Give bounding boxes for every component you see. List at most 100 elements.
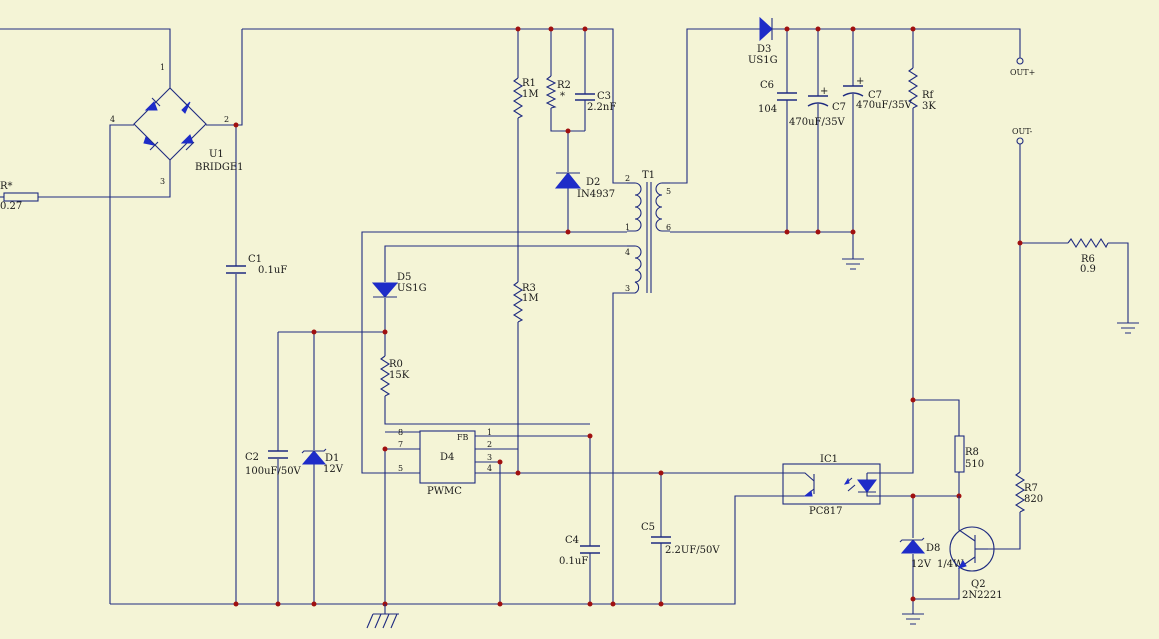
label-components-d3-value: US1G bbox=[748, 55, 778, 66]
ground-symbol-secondary bbox=[842, 258, 864, 270]
label-components-rstar-value: 0.27 bbox=[0, 201, 22, 212]
label-components-d4-ref: D4 bbox=[440, 452, 454, 463]
resistor-r3: R3 1M bbox=[512, 281, 539, 323]
label-components-d5-ref: D5 bbox=[397, 272, 411, 283]
label-components-r2-ref: R2 bbox=[557, 80, 571, 91]
label-components-d1-ref: D1 bbox=[325, 453, 339, 464]
ground-symbol-primary bbox=[366, 604, 399, 629]
wires bbox=[0, 28, 1129, 614]
transistor-q2: Q2 2N2221 bbox=[949, 496, 1003, 601]
label-symbol: + bbox=[820, 86, 828, 97]
label-components-d4-pins-6: 4 bbox=[487, 464, 492, 473]
label-components-c6-ref: C6 bbox=[760, 80, 774, 91]
ground-symbol-d8 bbox=[902, 613, 924, 625]
label-components-u1-pins-3: 4 bbox=[110, 115, 115, 124]
label-components-c2-value: 100uF/50V bbox=[245, 466, 302, 477]
diode-d5: D5 US1G bbox=[371, 272, 427, 298]
label-components-r0-value: 15K bbox=[389, 370, 410, 381]
label-components-d4-pins-2: 5 bbox=[398, 464, 403, 473]
junction-dots bbox=[233, 26, 1023, 607]
label-components-c7a-value: 470uF/35V bbox=[789, 117, 846, 128]
label-components-t1-pins-4: 5 bbox=[666, 187, 671, 196]
label-components-rf-value: 3K bbox=[922, 101, 936, 112]
label-components-r3-ref: R3 bbox=[522, 283, 536, 294]
label-components-c2-ref: C2 bbox=[245, 452, 259, 463]
zener-diode-d1: D1 12V bbox=[301, 448, 344, 475]
capacitor-c1: C1 0.1uF bbox=[226, 254, 287, 276]
label-components-t1-ref: T1 bbox=[642, 170, 655, 181]
label-components-rstar-ref: R* bbox=[0, 181, 13, 192]
port-out-minus: OUT- bbox=[1012, 127, 1033, 145]
label-components-u1-pins-2: 3 bbox=[160, 177, 165, 186]
label-components-t1-pins-3: 3 bbox=[625, 284, 630, 293]
label-components-c5-ref: C5 bbox=[641, 522, 655, 533]
label-components-c7b-value: 470uF/35V bbox=[856, 100, 913, 111]
label-ports-out-minus: OUT- bbox=[1012, 127, 1033, 136]
label-components-t1-pins-0: 2 bbox=[625, 174, 630, 183]
label-ports-out-plus: OUT+ bbox=[1010, 68, 1035, 77]
resistor-r2: R2 * bbox=[545, 75, 571, 109]
label-components-d3-ref: D3 bbox=[757, 44, 771, 55]
label-components-q2-ref: Q2 bbox=[971, 579, 986, 590]
label-components-c4-ref: C4 bbox=[565, 535, 579, 546]
label-components-r1-ref: R1 bbox=[522, 78, 536, 89]
label-components-r1-value: 1M bbox=[522, 89, 539, 100]
transformer-t1: T1 2 1 4 3 5 6 bbox=[625, 170, 671, 294]
resistor-rstar: R* 0.27 bbox=[0, 181, 64, 212]
ground-symbol-r6 bbox=[1117, 322, 1139, 334]
label-components-d1-value: 12V bbox=[323, 464, 344, 475]
resistor-r8: R8 510 bbox=[954, 435, 984, 473]
label-components-rf-ref: Rf bbox=[922, 90, 935, 101]
label-components-r6-value: 0.9 bbox=[1080, 264, 1096, 275]
capacitor-c2: C2 100uF/50V bbox=[245, 450, 302, 477]
label-components-c1-ref: C1 bbox=[248, 254, 262, 265]
label-components-d5-value: US1G bbox=[397, 283, 427, 294]
label-components-d4-pins-4: 2 bbox=[487, 440, 492, 449]
bridge-rectifier-u1: 1 2 3 4 U1 BRIDGE1 bbox=[110, 63, 244, 186]
label-components-d4-pins-1: 7 bbox=[398, 440, 403, 449]
label-components-d8-value: 12V bbox=[911, 559, 932, 570]
label-components-c3-ref: C3 bbox=[597, 91, 611, 102]
zener-diode-d8: D8 12V 1/4W bbox=[899, 537, 964, 570]
label-components-u1-ref: U1 bbox=[209, 149, 224, 160]
capacitor-c5: C5 2.2UF/50V bbox=[641, 522, 720, 556]
label-components-d4-pins-5: 3 bbox=[487, 453, 492, 462]
label-components-d2-ref: D2 bbox=[586, 177, 600, 188]
port-out-plus: OUT+ bbox=[1010, 57, 1035, 77]
label-components-r8-ref: R8 bbox=[965, 447, 979, 458]
label-components-d4-pins-0: 8 bbox=[398, 428, 403, 437]
label-components-c6-value: 104 bbox=[758, 104, 777, 115]
label-components-d2-value: IN4937 bbox=[577, 189, 615, 200]
label-components-u1-pins-0: 1 bbox=[160, 63, 165, 72]
capacitor-c7b: + C7 470uF/35V bbox=[842, 76, 913, 111]
label-components-r6-ref: R6 bbox=[1081, 254, 1095, 265]
resistor-rf: Rf 3K bbox=[907, 67, 936, 112]
label-components-ic1-ref: IC1 bbox=[820, 454, 838, 465]
label-components-r7-value: 820 bbox=[1024, 494, 1043, 505]
label-components-d4-value: PWMC bbox=[427, 486, 462, 497]
label-components-t1-pins-5: 6 bbox=[666, 223, 671, 232]
resistor-r7: R7 820 bbox=[1014, 471, 1043, 513]
label-components-u1-pins-1: 2 bbox=[224, 115, 229, 124]
capacitor-c6: C6 104 bbox=[758, 80, 797, 115]
label-components-q2-value: 2N2221 bbox=[962, 590, 1003, 601]
label-components-d4-pins-3: 1 bbox=[487, 428, 492, 437]
resistor-r6: R6 0.9 bbox=[1067, 237, 1109, 275]
label-components-c7b-ref: C7 bbox=[868, 90, 882, 101]
label-components-d4-pin-fb: FB bbox=[457, 433, 469, 442]
label-components-r3-value: 1M bbox=[522, 293, 539, 304]
label-components-ic1-value: PC817 bbox=[809, 506, 842, 517]
label-components-r2-value: * bbox=[560, 91, 565, 102]
diode-d2: D2 IN4937 bbox=[554, 172, 615, 200]
label-components-r8-value: 510 bbox=[965, 459, 984, 470]
pwm-controller-d4: FB D4 PWMC 8 7 5 1 2 3 4 bbox=[398, 428, 492, 497]
capacitor-c7a: + C7 470uF/35V bbox=[789, 86, 846, 128]
capacitor-c3: C3 2.2nF bbox=[575, 91, 616, 113]
label-components-c3-value: 2.2nF bbox=[587, 102, 616, 113]
resistor-r0: R0 15K bbox=[379, 355, 410, 397]
label-components-d8-ref: D8 bbox=[926, 543, 940, 554]
label-components-u1-value: BRIDGE1 bbox=[195, 162, 244, 173]
label-components-c4-value: 0.1uF bbox=[559, 556, 588, 567]
diode-d3: D3 US1G bbox=[748, 16, 778, 66]
